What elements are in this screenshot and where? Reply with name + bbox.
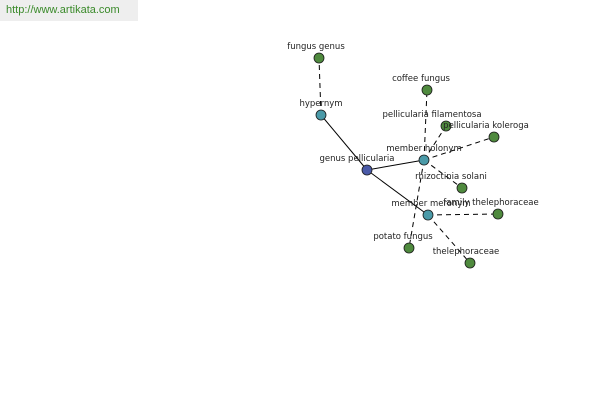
node-member-meronym[interactable] [422, 209, 434, 221]
watermark-url[interactable]: http://www.artikata.com [0, 0, 138, 21]
node-family-thelephoraceae[interactable] [492, 208, 504, 220]
node-hypernym[interactable] [315, 109, 327, 121]
graph-edges [318, 57, 499, 264]
edge-member-meronym-to-thelephoraceae [427, 214, 471, 264]
node-pellicularia-filamentosa[interactable] [440, 120, 452, 132]
node-label-coffee-fungus[interactable]: coffee fungus [392, 74, 450, 84]
node-label-hypernym[interactable]: hypernym [299, 99, 342, 109]
edge-genus-pellicularia-to-hypernym [320, 114, 368, 171]
edge-member-holonym-to-potato-fungus [408, 159, 425, 249]
edge-genus-pellicularia-to-member-holonym [366, 159, 425, 171]
edge-member-holonym-to-rhizoctinia-solani [423, 159, 463, 189]
node-label-member-holonym[interactable]: member holonym [386, 144, 461, 154]
node-label-rhizoctinia-solani[interactable]: rhizoctinia solani [415, 172, 487, 182]
node-label-thelephoraceae[interactable]: thelephoraceae [433, 247, 500, 257]
node-label-potato-fungus[interactable]: potato fungus [373, 232, 433, 242]
node-label-member-meronym[interactable]: member meronym [391, 199, 470, 209]
node-genus-pellicularia[interactable] [361, 164, 373, 176]
node-potato-fungus[interactable] [403, 242, 415, 254]
node-rhizoctinia-solani[interactable] [456, 182, 468, 194]
node-label-pellicularia-filamentosa[interactable]: pellicularia filamentosa [382, 110, 481, 120]
graph-labels: genus pellicularia hypernym member holonym… [287, 42, 539, 257]
edge-member-holonym-to-pellicularia-filamentosa [423, 125, 447, 161]
node-member-holonym[interactable] [418, 154, 430, 166]
edge-genus-pellicularia-to-member-meronym [366, 169, 429, 216]
node-label-family-thelephoraceae[interactable]: family thelephoraceae [443, 198, 539, 208]
node-pellicularia-koleroga[interactable] [488, 131, 500, 143]
edge-hypernym-to-fungus-genus [318, 57, 322, 116]
edge-member-meronym-to-family-thelephoraceae [427, 213, 499, 216]
edge-member-holonym-to-coffee-fungus [423, 89, 428, 161]
node-label-fungus-genus[interactable]: fungus genus [287, 42, 345, 52]
node-label-genus-pellicularia[interactable]: genus pellicularia [320, 154, 395, 164]
node-coffee-fungus[interactable] [421, 84, 433, 96]
graph-nodes [313, 52, 504, 269]
node-thelephoraceae[interactable] [464, 257, 476, 269]
node-label-pellicularia-koleroga[interactable]: pellicularia koleroga [443, 121, 529, 131]
edge-member-holonym-to-pellicularia-koleroga [423, 136, 495, 161]
node-fungus-genus[interactable] [313, 52, 325, 64]
